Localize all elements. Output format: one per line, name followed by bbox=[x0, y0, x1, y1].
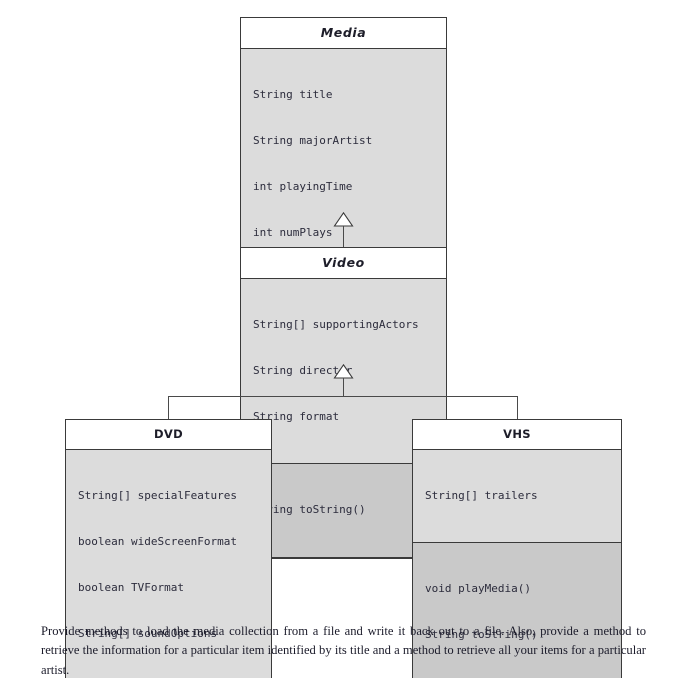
uml-class-title-video: Video bbox=[241, 248, 446, 279]
uml-class-dvd[interactable]: DVD String[] specialFeatures boolean wid… bbox=[65, 419, 272, 678]
generalization-arrow-video-to-media bbox=[333, 211, 354, 227]
uml-attribute: int numPlays bbox=[253, 226, 333, 240]
uml-attribute: String majorArtist bbox=[253, 134, 373, 148]
uml-method: void playMedia() bbox=[425, 581, 531, 595]
connector-horizontal-bus bbox=[168, 396, 518, 397]
connector-video-to-media bbox=[343, 226, 344, 248]
connector-stem-to-video bbox=[343, 378, 344, 397]
uml-attribute: String title bbox=[253, 87, 333, 101]
uml-attribute: int playingTime bbox=[253, 180, 353, 194]
generalization-arrow-subclasses-to-video bbox=[333, 363, 354, 379]
connector-bus-to-dvd bbox=[168, 396, 169, 419]
uml-class-title-media: Media bbox=[241, 18, 446, 49]
uml-methods-vhs: void playMedia() String toString() bbox=[413, 542, 621, 678]
uml-class-vhs[interactable]: VHS String[] trailers void playMedia() S… bbox=[412, 419, 622, 678]
uml-class-title-dvd: DVD bbox=[66, 420, 271, 450]
uml-attribute: boolean TVFormat bbox=[78, 581, 184, 595]
connector-bus-to-vhs bbox=[517, 396, 518, 419]
uml-attribute: String[] supportingActors bbox=[253, 317, 419, 331]
uml-method: String toString() bbox=[425, 628, 538, 642]
uml-attributes-dvd: String[] specialFeatures boolean wideScr… bbox=[66, 450, 271, 678]
uml-attributes-vhs: String[] trailers bbox=[413, 450, 621, 543]
uml-attribute: String[] specialFeatures bbox=[78, 488, 237, 502]
uml-methods-video: String toString() bbox=[241, 463, 446, 557]
uml-attribute: String[] soundOptions bbox=[78, 627, 218, 641]
uml-class-video[interactable]: Video String[] supportingActors String d… bbox=[240, 247, 447, 558]
uml-attribute: boolean wideScreenFormat bbox=[78, 535, 237, 549]
uml-class-title-vhs: VHS bbox=[413, 420, 621, 450]
figure-caption: Provide methods to load the media collec… bbox=[41, 624, 646, 677]
uml-attribute: String[] trailers bbox=[425, 488, 538, 502]
